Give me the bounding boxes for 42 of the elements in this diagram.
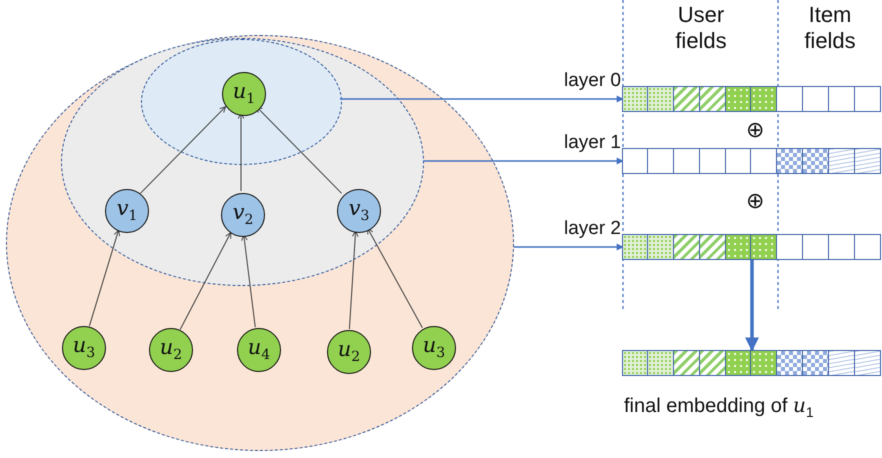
node-label: v$_{3}$ [348, 198, 370, 224]
edge-label: layer 2 [564, 218, 621, 240]
embedding-bar [623, 350, 881, 376]
edge-label: layer 1 [564, 132, 621, 154]
text-label: ⊕ [746, 188, 764, 214]
text-label: ⊕ [746, 117, 764, 144]
arrow [745, 260, 759, 352]
graph-node [237, 328, 281, 372]
arrow [348, 230, 358, 330]
arrow [367, 228, 423, 328]
graph-node [327, 330, 371, 374]
edge-label: layer 0 [564, 70, 621, 92]
node-label: u$_{4}$ [248, 337, 270, 363]
node-label: u$_{2}$ [160, 337, 182, 363]
arrow [256, 106, 342, 194]
arrow [140, 106, 226, 194]
node-label: final embedding of u$_{1}$ [624, 393, 814, 420]
embedding-bar [623, 148, 881, 174]
graph-node [62, 326, 106, 370]
graph-node [222, 72, 266, 116]
arrow [88, 230, 120, 326]
graph-node [337, 189, 381, 233]
arrow [423, 158, 624, 164]
arrow [340, 96, 624, 102]
embedding-bar [623, 234, 881, 260]
graph-node [149, 328, 193, 372]
embedding-bar [623, 86, 881, 112]
node-label: u$_{3}$ [72, 335, 96, 361]
node-label: u$_{2}$ [338, 339, 360, 365]
graph-node [221, 193, 265, 237]
arrow [180, 232, 232, 330]
arrow [241, 234, 256, 328]
node-label: u$_{3}$ [422, 335, 446, 361]
text-label: User fields [674, 2, 728, 55]
node-label: v$_{2}$ [232, 202, 254, 228]
arrow [238, 112, 244, 192]
graph-node [105, 189, 149, 233]
node-label: u$_{1}$ [232, 81, 256, 107]
text-label: Item fields [803, 2, 857, 55]
node-label: v$_{1}$ [116, 198, 138, 224]
arrow [514, 244, 624, 250]
graph-node [412, 326, 456, 370]
